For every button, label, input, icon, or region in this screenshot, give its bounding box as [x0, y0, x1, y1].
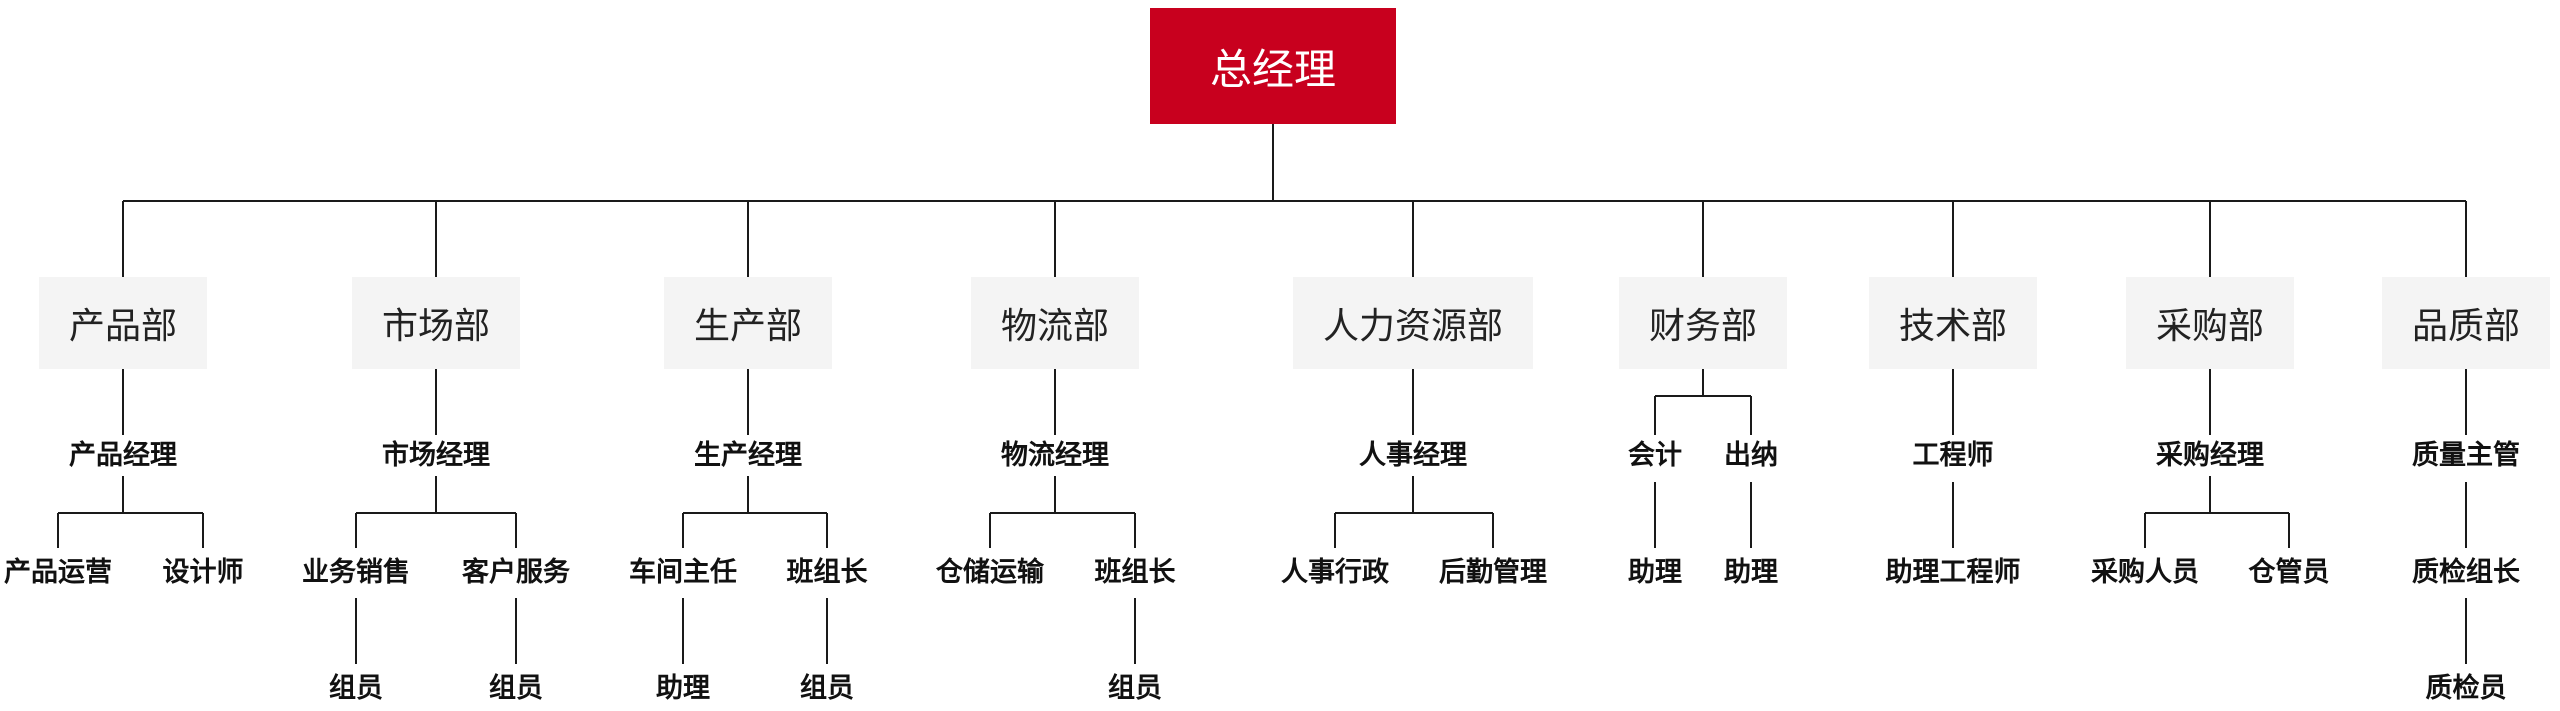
- role-production-member: 组员: [800, 673, 854, 704]
- role-purchasing-manager: 采购经理: [2156, 440, 2264, 471]
- role-engineer: 工程师: [1912, 440, 1994, 471]
- role-sales-member: 组员: [329, 673, 383, 704]
- role-logistics-support: 后勤管理: [1439, 557, 1547, 588]
- dept-production: 生产部: [663, 277, 833, 369]
- role-marketing-manager: 市场经理: [382, 440, 490, 471]
- dept-finance: 财务部: [1618, 277, 1788, 369]
- role-service-member: 组员: [489, 673, 543, 704]
- role-product-manager: 产品经理: [69, 440, 177, 471]
- role-team-leader-logistics: 班组长: [1094, 557, 1176, 588]
- role-qc-inspector: 质检员: [2425, 673, 2507, 704]
- dept-product: 产品部: [38, 277, 208, 369]
- role-logistics-member: 组员: [1108, 673, 1162, 704]
- role-customer-service: 客户服务: [462, 557, 570, 588]
- role-designer: 设计师: [162, 557, 244, 588]
- role-workshop-assistant: 助理: [656, 673, 710, 704]
- role-hr-admin: 人事行政: [1281, 557, 1389, 588]
- role-production-manager: 生产经理: [694, 440, 802, 471]
- role-hr-manager: 人事经理: [1359, 440, 1467, 471]
- dept-marketing: 市场部: [351, 277, 521, 369]
- role-sales: 业务销售: [302, 557, 410, 588]
- role-product-operations: 产品运营: [4, 557, 112, 588]
- dept-technology: 技术部: [1868, 277, 2038, 369]
- general-manager-box: 总经理: [1150, 8, 1396, 124]
- role-purchaser: 采购人员: [2091, 557, 2199, 588]
- role-warehousing-transport: 仓储运输: [936, 557, 1044, 588]
- role-accountant: 会计: [1628, 440, 1682, 471]
- role-team-leader-production: 班组长: [786, 557, 868, 588]
- role-qc-team-leader: 质检组长: [2412, 557, 2520, 588]
- role-quality-supervisor: 质量主管: [2412, 440, 2520, 471]
- role-logistics-manager: 物流经理: [1001, 440, 1109, 471]
- role-assistant-engineer: 助理工程师: [1885, 557, 2021, 588]
- role-cashier-assistant: 助理: [1724, 557, 1778, 588]
- dept-logistics: 物流部: [970, 277, 1140, 369]
- role-accountant-assistant: 助理: [1628, 557, 1682, 588]
- dept-hr: 人力资源部: [1292, 277, 1534, 369]
- role-cashier: 出纳: [1724, 440, 1778, 471]
- dept-purchasing: 采购部: [2125, 277, 2295, 369]
- dept-quality: 品质部: [2381, 277, 2551, 369]
- role-warehouse-keeper: 仓管员: [2248, 557, 2330, 588]
- role-workshop-director: 车间主任: [629, 557, 737, 588]
